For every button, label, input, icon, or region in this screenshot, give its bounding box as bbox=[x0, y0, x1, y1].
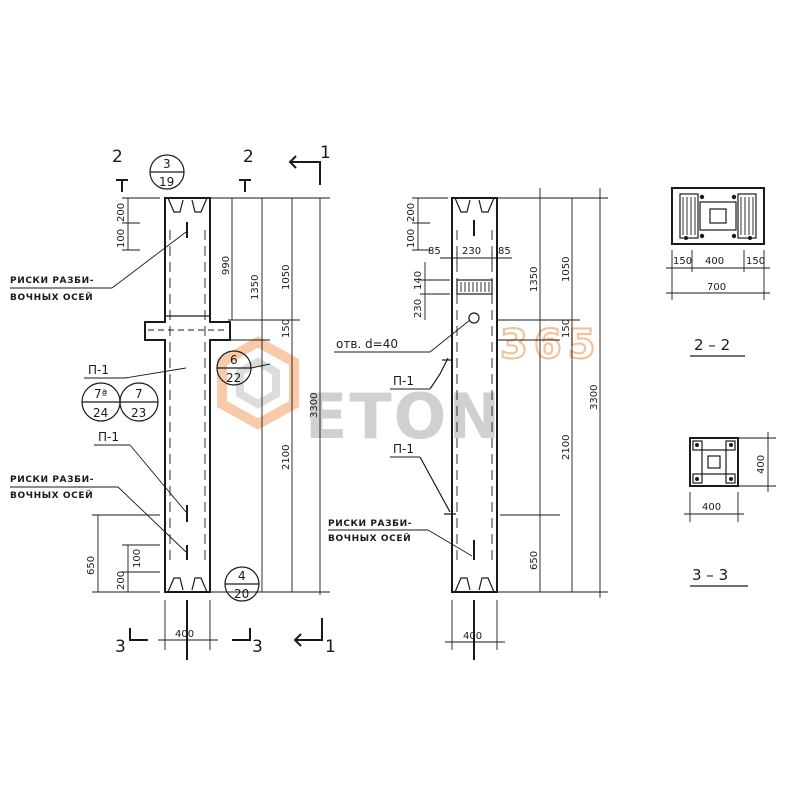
callout-7-23: 7 23 bbox=[119, 382, 159, 422]
left-risks-label-top-1: РИСКИ РАЗБИ- bbox=[10, 276, 94, 286]
section-2-2-title: 2 – 2 bbox=[694, 336, 730, 354]
left-dim-200-bottom: 200 bbox=[116, 571, 127, 590]
section-2-2: 150 400 150 700 2 – 2 bbox=[666, 187, 770, 357]
left-dim-3300: 3300 bbox=[309, 393, 320, 418]
right-p1-label-a: П-1 bbox=[393, 374, 414, 388]
section-3-3-outline bbox=[689, 437, 739, 487]
left-dim-width: 400 bbox=[175, 629, 194, 640]
sec22-dim-150-right: 150 bbox=[746, 256, 765, 267]
right-dim-width: 400 bbox=[463, 631, 482, 642]
right-risks-label-1: РИСКИ РАЗБИ- bbox=[328, 519, 412, 529]
svg-text:24: 24 bbox=[93, 406, 108, 420]
left-dim-1350: 1350 bbox=[250, 275, 261, 300]
callout-6-22: 6 22 bbox=[216, 350, 271, 386]
right-hole bbox=[468, 312, 480, 324]
section-2-2-outline bbox=[671, 187, 765, 245]
right-dim-200: 200 bbox=[406, 203, 417, 222]
svg-text:4: 4 bbox=[238, 569, 246, 583]
left-dim-100-bottom: 100 bbox=[132, 549, 143, 568]
right-elevation: 200 100 85 230 85 140 230 отв. d=40 П-1 … bbox=[328, 188, 608, 660]
sec33-dim-width: 400 bbox=[702, 502, 721, 513]
right-dim-140: 140 bbox=[413, 271, 424, 290]
watermark-number: 365 bbox=[500, 322, 602, 368]
watermark: ETON 365 bbox=[217, 321, 602, 453]
left-dim-1050: 1050 bbox=[281, 265, 292, 290]
callout-3-19: 3 19 bbox=[149, 154, 185, 190]
svg-text:19: 19 bbox=[159, 175, 174, 189]
sec22-dim-400: 400 bbox=[705, 256, 724, 267]
left-column-top-cap bbox=[167, 197, 208, 213]
right-dim-230v: 230 bbox=[413, 299, 424, 318]
right-dim-230: 230 bbox=[462, 246, 481, 257]
right-dim-1350: 1350 bbox=[529, 267, 540, 292]
left-column-bottom-cap bbox=[167, 577, 208, 593]
sec33-dim-height: 400 bbox=[756, 455, 767, 474]
left-dim-200-top: 200 bbox=[116, 203, 127, 222]
watermark-hex-logo bbox=[217, 336, 299, 430]
right-dim-1050: 1050 bbox=[561, 257, 572, 282]
sec22-dim-150-left: 150 bbox=[673, 256, 692, 267]
section-3-3-title: 3 – 3 bbox=[692, 566, 728, 584]
left-section-mark-1-bottom: 1 bbox=[325, 637, 336, 657]
callout-4-20: 4 20 bbox=[224, 566, 260, 602]
left-dim-650: 650 bbox=[86, 556, 97, 575]
left-dim-990: 990 bbox=[221, 256, 232, 275]
left-risks-label-top-2: ВОЧНЫХ ОСЕЙ bbox=[10, 291, 93, 303]
left-section-mark-3a: 3 bbox=[115, 637, 126, 657]
svg-text:22: 22 bbox=[226, 371, 241, 385]
left-elevation: 2 2 1 3 19 200 100 РИСКИ РАЗБИ- ВОЧНЫХ О… bbox=[10, 143, 336, 660]
right-dim-85a: 85 bbox=[428, 246, 441, 257]
right-dim-85b: 85 bbox=[498, 246, 511, 257]
right-p1-label-b: П-1 bbox=[393, 442, 414, 456]
watermark-text: ETON bbox=[305, 380, 502, 453]
left-section-mark-2b: 2 bbox=[243, 147, 254, 167]
left-p1-label-b: П-1 bbox=[98, 430, 119, 444]
section-3-3: 400 400 3 – 3 bbox=[684, 432, 776, 587]
svg-text:20: 20 bbox=[234, 587, 249, 601]
right-dim-100: 100 bbox=[406, 229, 417, 248]
left-section-mark-3b: 3 bbox=[252, 637, 263, 657]
left-dim-150: 150 bbox=[281, 319, 292, 338]
svg-text:3: 3 bbox=[163, 157, 171, 171]
watermark-hex-inner bbox=[236, 357, 280, 409]
left-section-mark-1: 1 bbox=[320, 143, 331, 163]
left-risks-label-bot-2: ВОЧНЫХ ОСЕЙ bbox=[10, 489, 93, 501]
left-section-mark-2a: 2 bbox=[112, 147, 123, 167]
right-risks-label-2: ВОЧНЫХ ОСЕЙ bbox=[328, 532, 411, 544]
right-dim-2100: 2100 bbox=[561, 435, 572, 460]
left-p1-label-a: П-1 bbox=[88, 363, 109, 377]
callout-7a-24: 7ª 24 bbox=[81, 382, 121, 422]
right-hole-label: отв. d=40 bbox=[336, 337, 398, 351]
right-dim-650: 650 bbox=[529, 551, 540, 570]
svg-text:23: 23 bbox=[131, 406, 146, 420]
right-embedded-plate bbox=[456, 279, 493, 295]
svg-text:7ª: 7ª bbox=[94, 387, 107, 401]
left-dim-2100: 2100 bbox=[281, 445, 292, 470]
sec22-dim-700: 700 bbox=[707, 282, 726, 293]
left-risks-label-bot-1: РИСКИ РАЗБИ- bbox=[10, 475, 94, 485]
left-dim-100-top: 100 bbox=[116, 229, 127, 248]
right-dim-150: 150 bbox=[561, 319, 572, 338]
right-dim-3300: 3300 bbox=[589, 385, 600, 410]
svg-text:6: 6 bbox=[230, 353, 238, 367]
svg-text:7: 7 bbox=[135, 387, 143, 401]
